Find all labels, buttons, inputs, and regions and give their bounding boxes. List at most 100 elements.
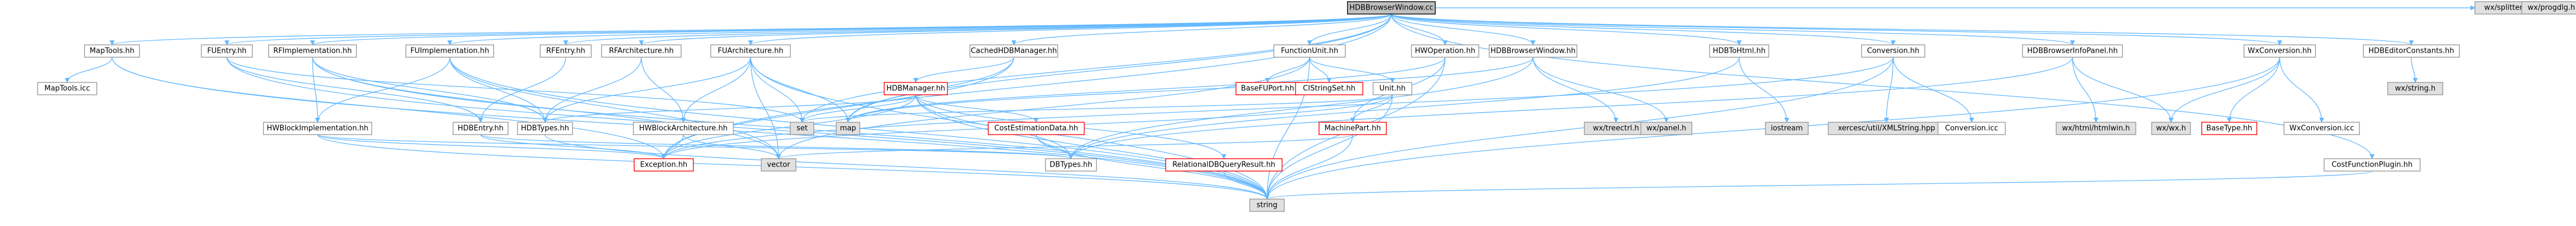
edge-root-to-fuarchh xyxy=(748,13,1392,45)
node-wxtreectrlh[interactable]: wx/treectrl.h xyxy=(1583,122,1648,135)
edge-hdbbrowserwinh-to-wxtreectrlh xyxy=(1532,57,1619,123)
node-box xyxy=(84,44,140,58)
node-wxpanelh[interactable]: wx/panel.h xyxy=(1640,122,1693,135)
node-conversionicc[interactable]: Conversion.icc xyxy=(1937,122,2006,135)
node-iostreamh[interactable]: iostream xyxy=(1765,122,1809,135)
node-box xyxy=(1319,122,1387,135)
node-funcunith[interactable]: FunctionUnit.hh xyxy=(1273,44,1346,58)
node-label: string xyxy=(1256,201,1277,210)
node-wxconvicc[interactable]: WxConversion.icc xyxy=(2283,122,2360,135)
node-rfarchh[interactable]: RFArchitecture.hh xyxy=(601,44,682,58)
node-label: Conversion.hh xyxy=(1867,47,1920,56)
node-wxhtmlwinh[interactable]: wx/html/htmlwin.h xyxy=(2056,122,2136,135)
node-maptoolsicc[interactable]: MapTools.icc xyxy=(37,82,97,95)
node-label: WxConversion.hh xyxy=(2248,47,2312,56)
node-label: HDBEntry.hh xyxy=(458,124,504,133)
edge-root-to-seth xyxy=(799,13,1392,123)
node-wxstringh[interactable]: wx/string.h xyxy=(2387,82,2443,95)
node-machineparth[interactable]: MachinePart.hh xyxy=(1319,122,1387,135)
edge-wxconvh-to-wxwxh xyxy=(2168,57,2280,123)
node-hwblockarchh[interactable]: HWBlockArchitecture.hh xyxy=(632,122,734,135)
node-stringh[interactable]: string xyxy=(1249,199,1285,212)
edge-cachedhdbh-to-hdbmanagerh xyxy=(913,57,1014,83)
node-conversionh[interactable]: Conversion.hh xyxy=(1861,44,1926,58)
node-root[interactable]: HDBBrowserWindow.cc xyxy=(1347,1,1436,15)
node-fuimplh[interactable]: FUImplementation.hh xyxy=(405,44,495,58)
edge-hdbmanagerh-to-hdbtypesh xyxy=(542,94,916,123)
node-hdbtypesh[interactable]: HDBTypes.hh xyxy=(517,122,573,135)
node-label: WxConversion.icc xyxy=(2289,124,2354,133)
node-cachedhdbh[interactable]: CachedHDBManager.hh xyxy=(969,44,1059,58)
node-label: RFEntry.hh xyxy=(546,47,585,56)
edge-hdbmanagerh-to-exceptionh xyxy=(661,94,916,159)
node-unith[interactable]: Unit.hh xyxy=(1372,82,1413,95)
edge-root-to-fuentryh xyxy=(225,13,1392,45)
node-maptoolsh[interactable]: MapTools.hh xyxy=(84,44,140,58)
edge-wxconvh-to-wxconvicc xyxy=(2279,57,2325,123)
node-box xyxy=(263,122,372,135)
node-reldbqh[interactable]: RelationalDBQueryResult.hh xyxy=(1165,158,1283,172)
node-costestdatah[interactable]: CostEstimationData.hh xyxy=(987,122,1085,135)
node-wxconvh[interactable]: WxConversion.hh xyxy=(2243,44,2316,58)
node-rfimplh[interactable]: RFImplementation.hh xyxy=(268,44,357,58)
node-basefuporth[interactable]: BaseFUPort.hh xyxy=(1235,82,1300,95)
node-basetypeh[interactable]: BaseType.hh xyxy=(2201,122,2257,135)
edge-funcunith-to-vectorh xyxy=(776,57,1310,159)
node-hdbmanagerh[interactable]: HDBManager.hh xyxy=(883,82,948,95)
node-xercesh[interactable]: xercesc/util/XMLString.hpp xyxy=(1828,122,1945,135)
node-hdbentryh[interactable]: HDBEntry.hh xyxy=(453,122,509,135)
node-box xyxy=(1045,158,1097,172)
node-dbtypesh[interactable]: DBTypes.hh xyxy=(1045,158,1097,172)
edge-root-to-hdbtohtmlh xyxy=(1391,13,1742,45)
edge-hwblockarchh-to-vectorh xyxy=(683,134,781,159)
edge-hdbentryh-to-dbtypesh xyxy=(480,134,1074,159)
node-hdbblockimplh[interactable]: HWBlockImplementation.hh xyxy=(263,122,372,135)
edge-root-to-fuimplh xyxy=(447,13,1392,45)
node-label: wx/treectrl.h xyxy=(1593,124,1639,133)
node-wxwxh[interactable]: wx/wx.h xyxy=(2151,122,2191,135)
node-box xyxy=(2323,158,2421,172)
node-label: MapTools.icc xyxy=(44,85,90,93)
node-label: FunctionUnit.hh xyxy=(1281,47,1338,56)
node-box xyxy=(2363,44,2460,58)
node-exceptionh[interactable]: Exception.hh xyxy=(633,158,694,172)
node-fuarchh[interactable]: FUArchitecture.hh xyxy=(710,44,791,58)
node-hdbtohtmlh[interactable]: HDBToHtml.hh xyxy=(1709,44,1769,58)
node-label: BaseFUPort.hh xyxy=(1241,85,1294,93)
edge-hdbtohtmlh-to-dbtypesh xyxy=(1068,57,1740,159)
node-box xyxy=(1411,44,1479,58)
node-box xyxy=(790,122,814,135)
edge-fuentryh-to-stringh xyxy=(226,57,1270,200)
node-hdbinfopanelh[interactable]: HDBBrowserInfoPanel.hh xyxy=(2021,44,2123,58)
node-cstringseth[interactable]: CIStringSet.hh xyxy=(1295,82,1363,95)
node-label: Unit.hh xyxy=(1379,85,1405,93)
edge-fuimplh-to-vectorh xyxy=(449,57,781,159)
node-fuentryh[interactable]: FUEntry.hh xyxy=(201,44,253,58)
edge-root-to-hdbeditorconsth xyxy=(1391,13,2414,45)
node-hdbbrowserwinh[interactable]: HDBBrowserWindow.hh xyxy=(1488,44,1578,58)
edge-unith-to-stringh xyxy=(1264,94,1393,200)
node-label: CostEstimationData.hh xyxy=(994,124,1078,133)
node-hdbeditorconsth[interactable]: HDBEditorConstants.hh xyxy=(2363,44,2460,58)
edge-root-to-rfarchh xyxy=(639,13,1392,45)
node-box xyxy=(1249,199,1285,212)
edge-hdbinfopanelh-to-wxwxh xyxy=(2072,57,2174,123)
edge-hdbtohtmlh-to-iostreamh xyxy=(1739,57,1790,123)
edge-root-to-funcunith xyxy=(1307,13,1392,45)
node-label: CostFunctionPlugin.hh xyxy=(2332,161,2413,169)
node-maph[interactable]: map xyxy=(836,122,860,135)
node-box xyxy=(268,44,357,58)
node-wxprogdlgh[interactable]: wx/progdlg.h xyxy=(2521,1,2576,15)
edge-machineparth-to-stringh xyxy=(1264,134,1353,200)
edge-machineparth-to-vectorh xyxy=(776,134,1353,159)
node-box xyxy=(969,44,1059,58)
node-hwoperationh[interactable]: HWOperation.hh xyxy=(1411,44,1479,58)
node-label: FUImplementation.hh xyxy=(411,47,490,56)
node-box xyxy=(1165,158,1283,172)
node-seth[interactable]: set xyxy=(790,122,814,135)
node-box xyxy=(633,158,694,172)
node-rfentryh[interactable]: RFEntry.hh xyxy=(539,44,592,58)
node-vectorh[interactable]: vector xyxy=(761,158,796,172)
node-costfupluginh[interactable]: CostFunctionPlugin.hh xyxy=(2323,158,2421,172)
